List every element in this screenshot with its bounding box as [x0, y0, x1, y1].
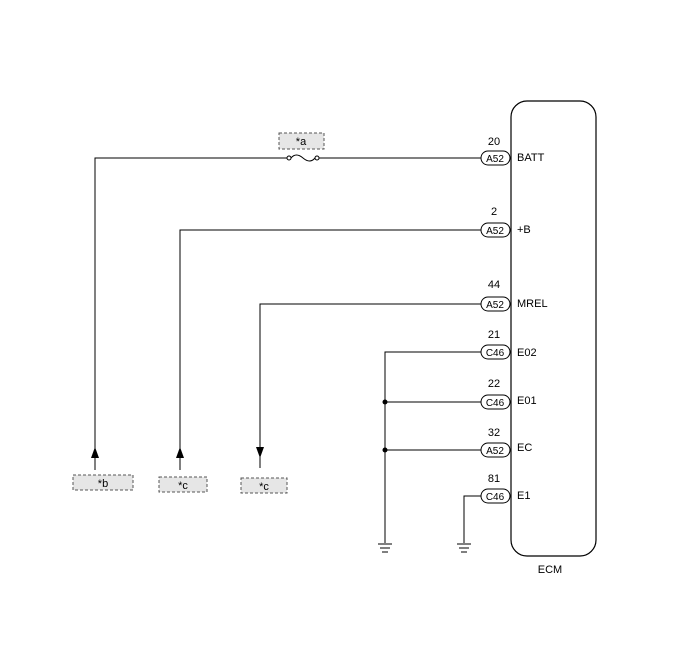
ref-label-b: *b — [98, 478, 108, 490]
junction-dot — [382, 399, 388, 405]
connector-label: A52 — [486, 154, 504, 165]
terminal-plus-b: A52 2 +B — [480, 206, 531, 238]
fuse-icon — [290, 154, 316, 162]
junction-dot — [382, 447, 388, 453]
fuse-label: *a — [296, 136, 307, 148]
ref-label-c1: *c — [178, 480, 188, 492]
ecm-block — [510, 100, 597, 557]
batt-wire-left — [94, 157, 289, 470]
terminal-name: EC — [517, 442, 532, 454]
terminal-name: BATT — [517, 152, 545, 164]
terminal-mrel: A52 44 MREL — [480, 279, 548, 312]
terminal-name: +B — [517, 224, 531, 236]
arrow-down-icon — [256, 447, 264, 458]
terminal-e02: C46 21 E02 — [480, 329, 537, 360]
terminal-e01: C46 22 E01 — [480, 378, 537, 410]
arrow-up-icon — [91, 447, 99, 458]
terminal-name: MREL — [517, 298, 548, 310]
terminal-name: E01 — [517, 395, 537, 407]
terminal-batt: A52 20 BATT — [480, 136, 545, 166]
arrow-up-icon — [176, 447, 184, 458]
connector-label: C46 — [486, 348, 505, 359]
mrel-wire — [259, 303, 482, 468]
fuse-terminal-right — [314, 155, 320, 161]
ref-box-c1 — [158, 476, 208, 493]
terminal-name: E1 — [517, 490, 530, 502]
fuse-terminal-left — [286, 155, 292, 161]
pin-number: 44 — [488, 279, 500, 291]
fuse-label-box — [278, 132, 325, 150]
terminal-e1: C46 81 E1 — [480, 473, 530, 504]
pin-number: 22 — [488, 378, 500, 390]
pin-number: 81 — [488, 473, 500, 485]
terminal-name: E02 — [517, 347, 537, 359]
ref-box-b — [72, 474, 134, 491]
ground-icon — [378, 543, 392, 553]
terminal-ec: A52 32 EC — [480, 427, 532, 458]
plus-b-wire — [179, 229, 482, 470]
ref-box-c2 — [240, 477, 288, 494]
pin-number: 2 — [491, 206, 497, 218]
connector-label: A52 — [486, 300, 504, 311]
pin-number: 21 — [488, 329, 500, 341]
ref-label-c2: *c — [259, 481, 269, 493]
e1-wire — [463, 495, 482, 543]
connector-label: A52 — [486, 226, 504, 237]
pin-number: 20 — [488, 136, 500, 148]
pin-number: 32 — [488, 427, 500, 439]
ground-bus-wire — [384, 351, 482, 543]
connector-label: C46 — [486, 398, 505, 409]
connector-label: A52 — [486, 446, 504, 457]
ground-icon — [457, 543, 471, 553]
ecm-label: ECM — [538, 564, 562, 576]
connector-label: C46 — [486, 492, 505, 503]
